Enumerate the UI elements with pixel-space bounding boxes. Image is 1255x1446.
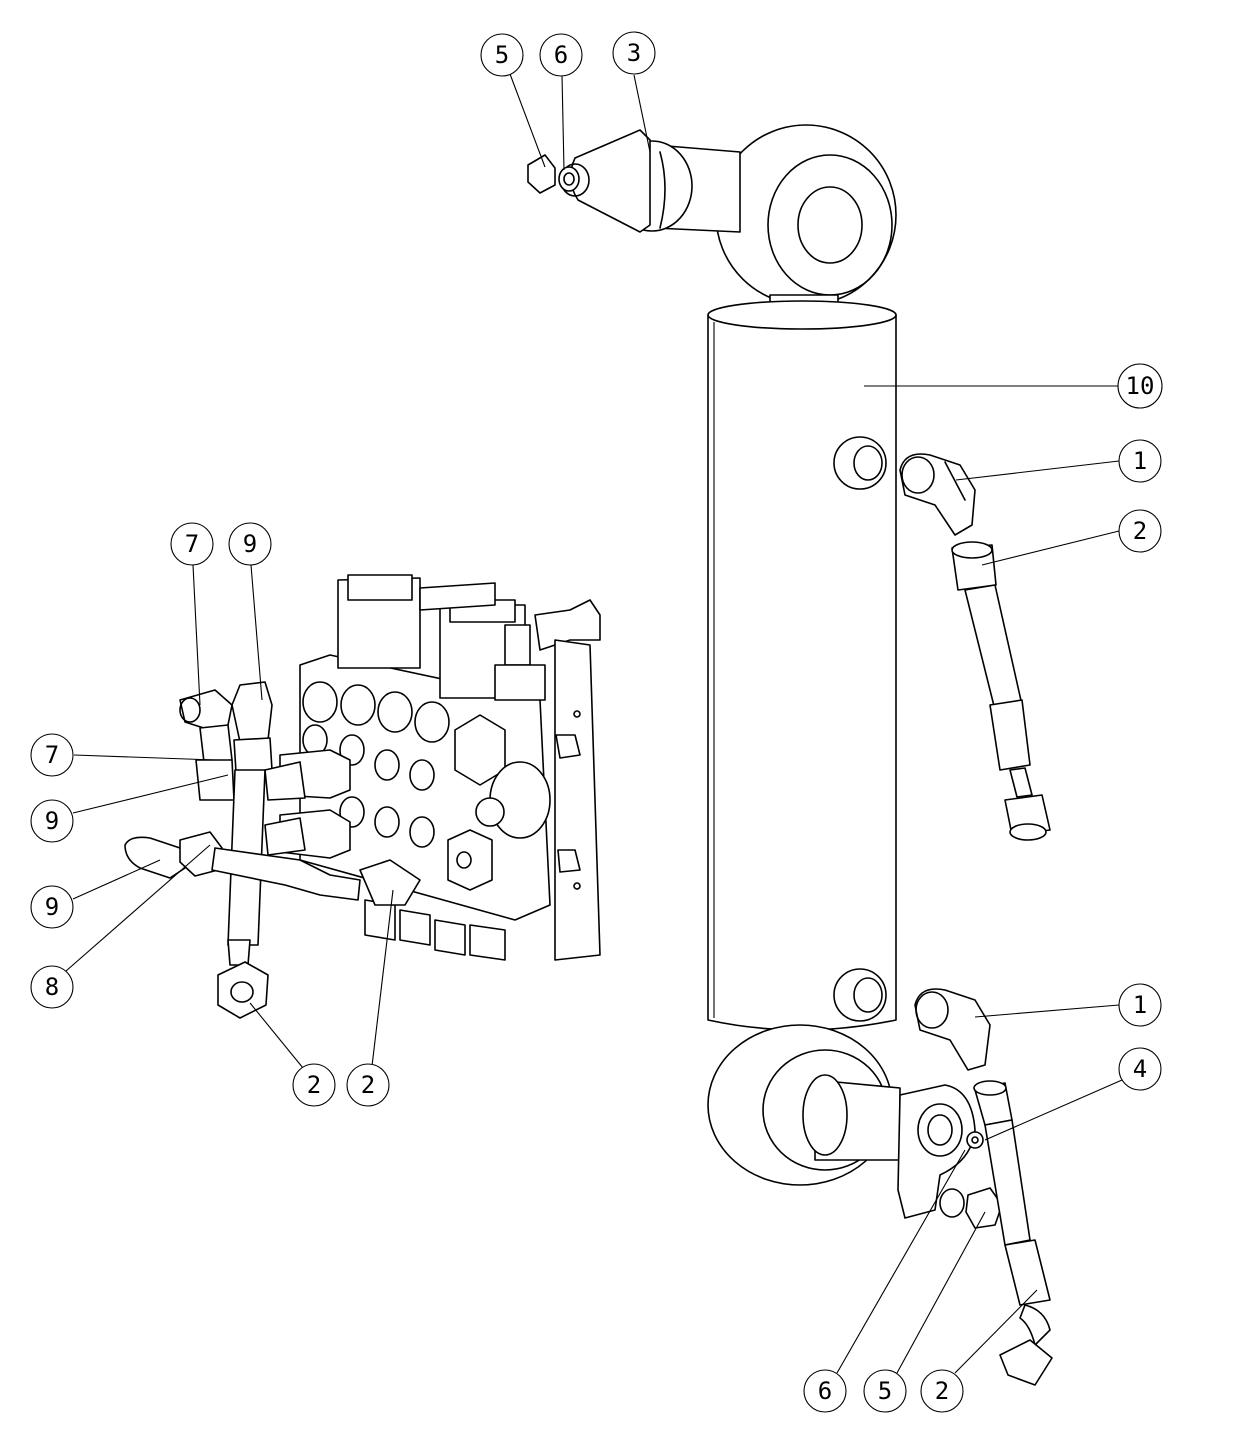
callout-label: 5	[495, 41, 509, 69]
left-fittings-and-hoses	[124, 681, 361, 1019]
callout-label: 1	[1133, 447, 1147, 475]
lower-port-boss	[833, 968, 887, 1022]
callout-2-left-b: 2	[346, 1063, 390, 1107]
grease-fitting	[966, 1131, 984, 1149]
lower-hose	[973, 1080, 1053, 1386]
callout-label: 9	[45, 893, 59, 921]
callout-label: 2	[1133, 517, 1147, 545]
callout-label: 4	[1133, 1055, 1147, 1083]
callout-5-top: 5	[480, 33, 524, 77]
bottom-rod-eye	[707, 1024, 901, 1186]
lower-elbow-fitting	[914, 988, 991, 1071]
bottom-bolt-and-washer	[939, 1187, 1003, 1229]
callout-2-bottom: 2	[920, 1369, 964, 1413]
callout-2-left-a: 2	[292, 1063, 336, 1107]
callout-7-upper: 7	[170, 522, 214, 566]
top-bolt-and-washer	[527, 154, 580, 194]
callout-7-lower: 7	[30, 733, 74, 777]
callout-label: 2	[361, 1071, 375, 1099]
callout-9-lower: 9	[30, 885, 74, 929]
callout-10: 10	[1117, 363, 1163, 409]
callout-label: 8	[45, 973, 59, 1001]
callout-2-upper-right: 2	[1118, 509, 1162, 553]
control-valve-block	[279, 574, 601, 961]
bottom-clevis-plate	[897, 1084, 976, 1219]
top-clevis-shaft	[560, 129, 741, 233]
callout-1-lower: 1	[1118, 983, 1162, 1027]
callout-9-upper: 9	[228, 522, 272, 566]
top-rod-eye	[715, 124, 897, 322]
callout-6-bottom: 6	[803, 1369, 847, 1413]
callout-label: 9	[243, 530, 257, 558]
callout-9-middle: 9	[30, 799, 74, 843]
callout-label: 10	[1126, 372, 1155, 400]
callout-1-upper: 1	[1118, 439, 1162, 483]
cylinder-barrel	[707, 300, 897, 1031]
leader-lines	[65, 73, 1123, 1374]
upper-hose	[951, 541, 1051, 841]
callout-label: 3	[627, 39, 641, 67]
callout-label: 9	[45, 807, 59, 835]
callout-label: 6	[554, 41, 568, 69]
callout-6-top: 6	[539, 33, 583, 77]
callout-label: 2	[935, 1377, 949, 1405]
callout-label: 5	[878, 1377, 892, 1405]
callout-8: 8	[30, 965, 74, 1009]
callout-5-bottom: 5	[863, 1369, 907, 1413]
callout-label: 1	[1133, 991, 1147, 1019]
callout-label: 2	[307, 1071, 321, 1099]
hydraulic-cylinder	[527, 124, 1003, 1229]
callout-3: 3	[612, 31, 656, 75]
callout-label: 6	[818, 1377, 832, 1405]
upper-elbow-fitting	[899, 453, 976, 536]
callout-label: 7	[185, 530, 199, 558]
upper-port-boss	[833, 436, 887, 490]
callout-4: 4	[1118, 1047, 1162, 1091]
callout-label: 7	[45, 741, 59, 769]
